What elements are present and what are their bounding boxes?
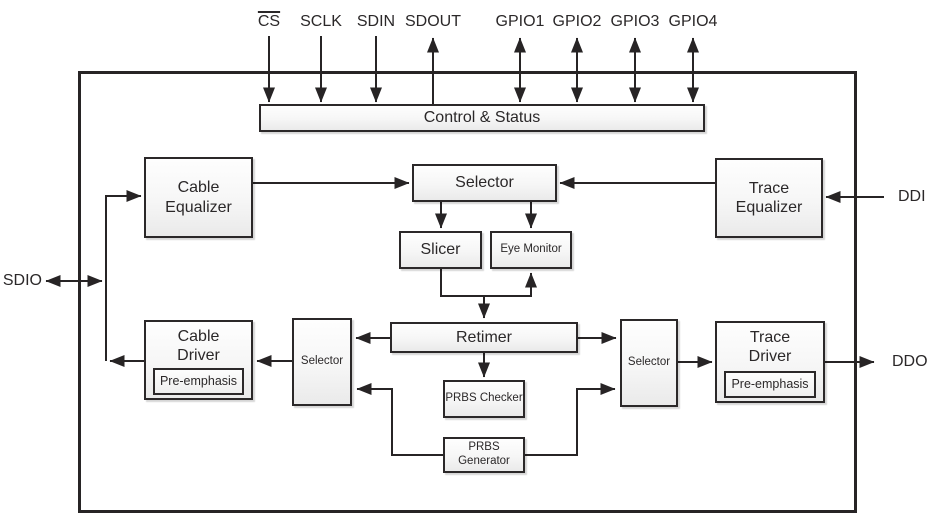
pin-label-sclk: SCLK <box>300 13 342 30</box>
cable-equalizer-line1: Cable <box>177 179 220 197</box>
block-eye-monitor: Eye Monitor <box>490 231 572 269</box>
cable-driver-line2: Driver <box>177 347 220 365</box>
block-cable-equalizer-label: Cable Equalizer <box>165 178 232 216</box>
pin-label-sdout: SDOUT <box>405 13 461 30</box>
cable-equalizer-line2: Equalizer <box>165 198 232 216</box>
block-slicer: Slicer <box>399 231 482 269</box>
trace-equalizer-line2: Equalizer <box>735 199 803 216</box>
pin-label-gpio1: GPIO1 <box>495 13 545 30</box>
block-selector-top-label: Selector <box>455 174 514 192</box>
prbs-generator-line1: PRBS <box>468 441 500 454</box>
block-cable-driver-label: Cable Driver <box>146 327 251 365</box>
chip-outline <box>78 71 857 513</box>
pin-label-sdio: SDIO <box>2 272 42 289</box>
pin-label-gpio3: GPIO3 <box>610 13 660 30</box>
block-trace-driver-label: Trace Driver <box>717 328 823 366</box>
pin-label-sdin: SDIN <box>356 13 396 30</box>
cable-driver-pre-emphasis-label: Pre-emphasis <box>159 374 238 388</box>
block-prbs-generator-label: PRBS Generator <box>458 441 510 469</box>
block-trace-driver: Trace Driver Pre-emphasis <box>715 321 825 403</box>
block-selector-right-label: Selector <box>627 356 671 369</box>
block-control-status: Control & Status <box>259 104 705 132</box>
conn-slicer-to-eye-monitor <box>440 269 537 297</box>
block-prbs-checker-label: PRBS Checker <box>445 392 523 405</box>
trace-driver-line1: Trace <box>749 329 791 346</box>
block-control-status-label: Control & Status <box>423 109 541 127</box>
cable-driver-line1: Cable <box>177 328 220 345</box>
pin-label-gpio4: GPIO4 <box>668 13 718 30</box>
conn-prbs-generator-to-selector-left <box>356 383 443 456</box>
pin-label-ddo: DDO <box>892 353 928 370</box>
pin-label-gpio2: GPIO2 <box>552 13 602 30</box>
block-selector-top: Selector <box>412 164 557 202</box>
block-prbs-checker: PRBS Checker <box>443 380 525 418</box>
prbs-generator-line2: Generator <box>458 455 510 467</box>
block-retimer: Retimer <box>390 322 578 353</box>
trace-driver-line2: Driver <box>748 348 792 366</box>
block-selector-left-label: Selector <box>300 355 344 368</box>
conn-prbs-generator-to-selector-right <box>525 383 616 456</box>
block-cable-driver: Cable Driver Pre-emphasis <box>144 320 253 400</box>
block-cable-driver-pre-emphasis: Pre-emphasis <box>153 368 244 395</box>
pin-label-ddi: DDI <box>898 188 926 205</box>
block-trace-equalizer: Trace Equalizer <box>715 158 823 238</box>
block-retimer-label: Retimer <box>455 328 512 346</box>
block-selector-right: Selector <box>620 319 678 407</box>
block-trace-equalizer-label: Trace Equalizer <box>736 179 803 217</box>
block-trace-driver-pre-emphasis: Pre-emphasis <box>724 371 816 398</box>
block-eye-monitor-label: Eye Monitor <box>500 243 562 256</box>
trace-driver-pre-emphasis-label: Pre-emphasis <box>731 377 809 391</box>
trace-equalizer-line1: Trace <box>748 179 790 197</box>
pin-label-cs: CS <box>257 13 281 30</box>
block-prbs-generator: PRBS Generator <box>443 437 525 473</box>
block-selector-left: Selector <box>292 318 352 406</box>
block-slicer-label: Slicer <box>420 241 461 259</box>
block-cable-equalizer: Cable Equalizer <box>144 157 253 238</box>
